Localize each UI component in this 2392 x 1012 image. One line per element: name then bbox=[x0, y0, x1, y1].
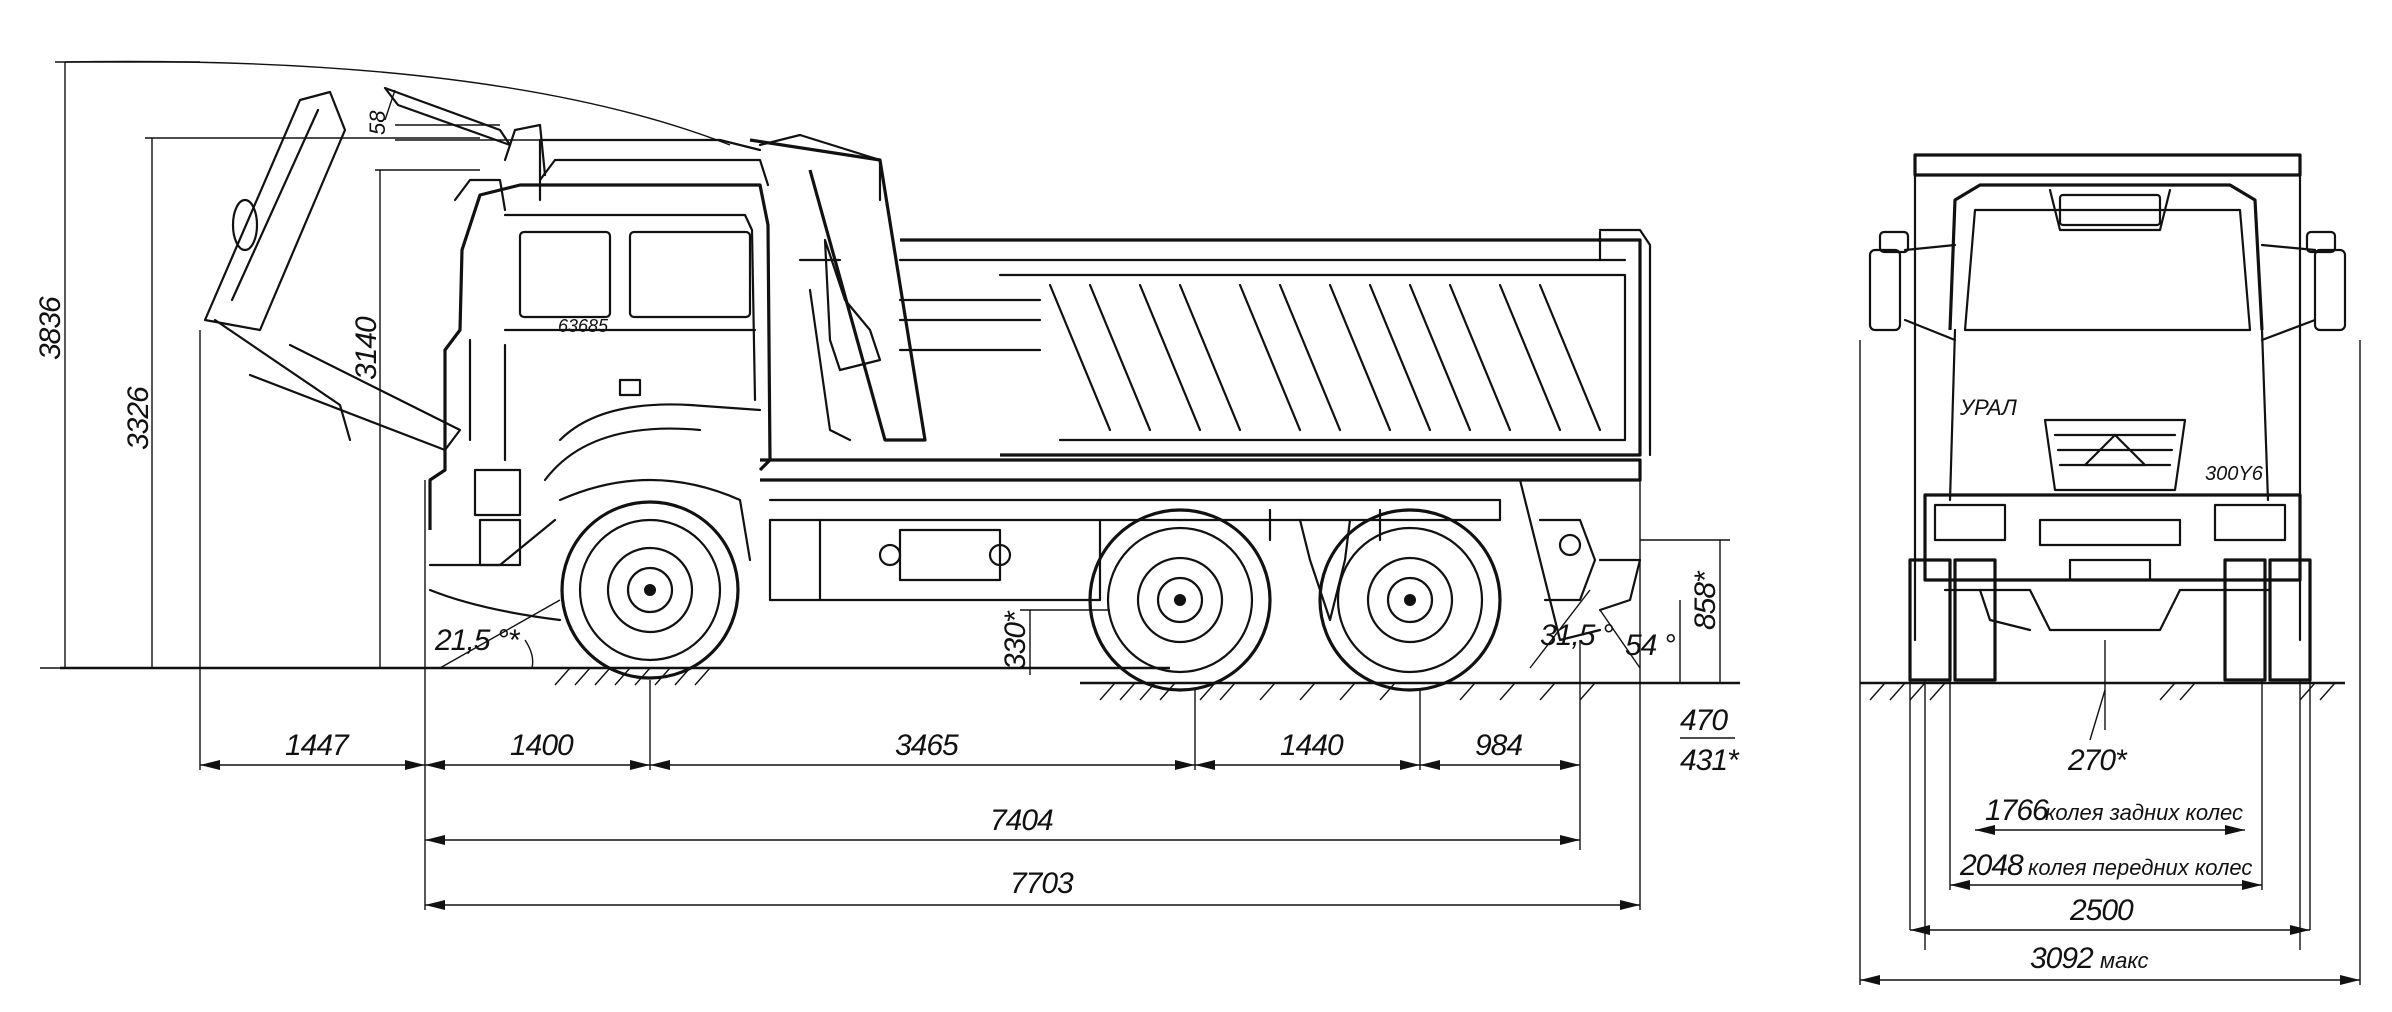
dim-ground-clearance: 330* bbox=[999, 610, 1032, 670]
clearance-dims: 330* 858* 470 431* bbox=[999, 539, 1741, 777]
dim-front-width: 2500 bbox=[2069, 894, 2134, 927]
front-width-dims: 1766 колея задних колес 2048 колея перед… bbox=[1859, 340, 2361, 985]
dim-departure-angle: 31,5 ° bbox=[1540, 619, 1614, 652]
ground-hatch-rear bbox=[1099, 682, 1596, 701]
front-cab-brand: УРАЛ bbox=[1959, 395, 2018, 420]
dim-cab-height: 3326 bbox=[122, 386, 155, 450]
wheel-front bbox=[560, 500, 740, 680]
angle-dims: 21,5 °* 31,5 ° 54 ° bbox=[434, 589, 1677, 669]
dim-wheelbase-1: 3465 bbox=[895, 729, 959, 762]
dim-front-width-max-label: макс bbox=[2100, 948, 2148, 973]
front-engine-badge: 300Y6 bbox=[2205, 463, 2264, 485]
dim-approach-angle: 21,5 °* bbox=[434, 624, 521, 657]
dim-rear-low-b: 431* bbox=[1680, 744, 1740, 777]
dim-tilted-top: 58 bbox=[365, 110, 390, 135]
dim-front-ground-clearance: 270* bbox=[2067, 744, 2128, 777]
dump-body bbox=[898, 228, 1652, 457]
front-cab: УРАЛ 300Y6 bbox=[1923, 183, 2302, 632]
wheel-rear-2 bbox=[1318, 508, 1502, 692]
tilted-cab bbox=[64, 60, 731, 452]
side-cab-brand: 63685 bbox=[558, 316, 609, 336]
wheel-rear-1 bbox=[1088, 508, 1272, 692]
dim-rear-track-label: колея задних колес bbox=[2045, 800, 2243, 825]
dim-length-body: 7404 bbox=[990, 804, 1053, 837]
cab-protector bbox=[749, 138, 1042, 442]
chassis bbox=[760, 458, 1642, 642]
front-view: УРАЛ 300Y6 bbox=[1859, 153, 2361, 985]
height-dims: 3836 3326 3140 58 bbox=[34, 61, 480, 669]
dim-rear-low-a: 470 bbox=[1680, 704, 1728, 737]
dim-front-width-max-value: 3092 bbox=[2030, 942, 2094, 975]
length-dims: 1447 1400 3465 1440 984 7404 7703 bbox=[199, 330, 1641, 910]
dim-length-total: 7703 bbox=[1010, 867, 1074, 900]
side-view: 63685 bbox=[34, 60, 1741, 910]
dim-mirror-height: 3140 bbox=[350, 316, 383, 380]
front-wheels bbox=[1908, 558, 2312, 682]
ground-hatch-front-view bbox=[1869, 682, 2336, 701]
dim-rear-track-value: 1766 bbox=[1985, 794, 2049, 827]
dim-rear-angle: 54 ° bbox=[1625, 629, 1676, 662]
cab: 63685 bbox=[428, 123, 882, 622]
front-fender bbox=[558, 478, 752, 562]
dim-front-overhang: 1447 bbox=[285, 729, 350, 762]
dim-front-track-label: колея передних колес bbox=[2028, 855, 2252, 880]
dim-rear-overhang: 984 bbox=[1475, 729, 1522, 762]
dim-front-track-value: 2048 bbox=[1959, 849, 2024, 882]
dim-rear-height: 858* bbox=[1689, 570, 1722, 630]
front-mirrors bbox=[1868, 230, 2347, 342]
dim-wheelbase-2: 1440 bbox=[1280, 729, 1344, 762]
dim-total-height: 3836 bbox=[34, 296, 67, 360]
dim-front-to-axle: 1400 bbox=[510, 729, 574, 762]
front-body-top bbox=[1913, 153, 2302, 177]
